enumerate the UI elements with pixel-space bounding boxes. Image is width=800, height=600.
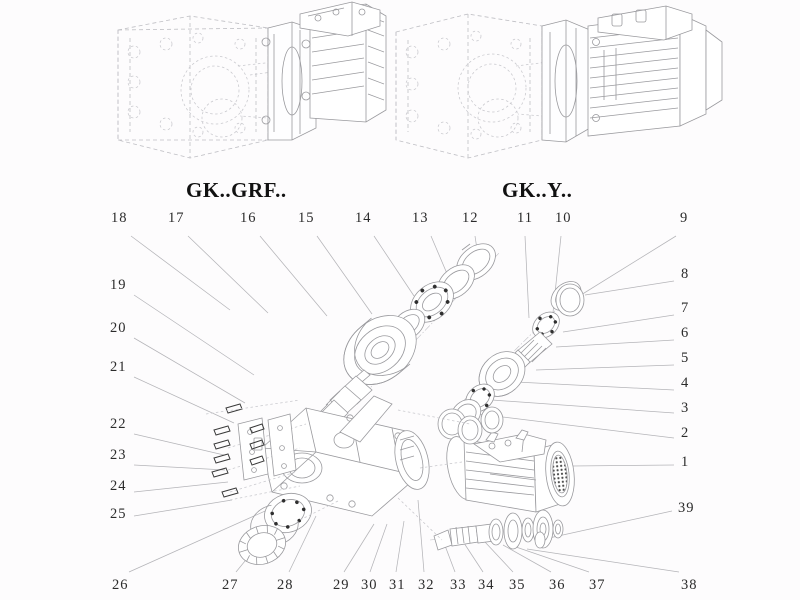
callout-19: 19	[110, 277, 127, 293]
leader-line-37	[515, 546, 590, 573]
leader-lines	[128, 235, 680, 573]
leader-line-14	[373, 235, 415, 297]
leader-line-35	[484, 541, 514, 573]
gearbox-housing	[261, 395, 430, 517]
part-27-toothed-ring	[238, 525, 286, 565]
leader-line-24	[133, 481, 229, 493]
part-7-bearing	[532, 311, 560, 339]
callout-38: 38	[681, 577, 698, 593]
lower-left-parts-group	[238, 492, 312, 565]
leader-line-19	[133, 294, 255, 376]
leader-line-16	[259, 235, 328, 317]
part-33-motor-shaft	[433, 523, 495, 551]
mounting-plates-group	[211, 403, 307, 498]
assembly-trace-lines	[205, 399, 471, 541]
callout-9: 9	[680, 210, 689, 226]
callout-37: 37	[589, 577, 606, 593]
leader-line-3	[491, 399, 675, 414]
lower-right-parts-group	[429, 509, 564, 551]
leader-line-15	[316, 235, 373, 315]
part-16-helical-gear	[343, 315, 417, 385]
callout-24: 24	[110, 478, 127, 494]
leader-line-25	[133, 499, 233, 517]
callout-36: 36	[549, 577, 566, 593]
leader-line-5	[535, 364, 675, 371]
leader-line-38	[526, 548, 680, 573]
part-35-coupling-disc	[503, 512, 523, 550]
callout-8: 8	[681, 266, 690, 282]
part-38-nut	[552, 519, 564, 539]
motor-assembly	[446, 429, 575, 513]
part-39-ring	[534, 531, 546, 549]
callout-27: 27	[222, 577, 239, 593]
leader-line-4	[515, 381, 675, 391]
callout-26: 26	[112, 577, 129, 593]
bolt-set	[211, 403, 265, 498]
callout-33: 33	[450, 577, 467, 593]
leader-line-21	[133, 376, 235, 424]
callout-21: 21	[110, 359, 127, 375]
leader-line-23	[133, 464, 226, 471]
title-right: GK..Y..	[502, 178, 573, 202]
callout-13: 13	[412, 210, 429, 226]
callout-16: 16	[240, 210, 257, 226]
part-8-ring	[555, 283, 585, 317]
leader-line-26	[128, 502, 284, 573]
callout-5: 5	[681, 350, 690, 366]
exploded-bevel-group	[437, 281, 585, 440]
callout-7: 7	[681, 300, 690, 316]
callout-29: 29	[333, 577, 350, 593]
callout-20: 20	[110, 320, 127, 336]
leader-line-30	[369, 523, 388, 573]
leader-line-1	[571, 464, 675, 467]
callout-11: 11	[517, 210, 533, 226]
leader-line-17	[187, 235, 269, 314]
callout-18: 18	[111, 210, 128, 226]
leader-line-8	[584, 280, 675, 296]
leader-line-18	[130, 235, 231, 311]
leader-line-6	[555, 339, 675, 348]
callout-15: 15	[298, 210, 315, 226]
leader-line-29	[343, 523, 375, 573]
leader-line-31	[395, 520, 405, 573]
callout-34: 34	[478, 577, 495, 593]
callout-30: 30	[361, 577, 378, 593]
callout-32: 32	[418, 577, 435, 593]
leader-line-32	[417, 499, 425, 573]
part-36-ring	[521, 517, 535, 543]
callout-28: 28	[277, 577, 294, 593]
output-flange	[394, 430, 430, 490]
top-view-left-drawing	[117, 1, 387, 159]
leader-line-20	[133, 337, 246, 404]
title-left: GK..GRF..	[186, 178, 287, 202]
callout-23: 23	[110, 447, 127, 463]
callout-12: 12	[462, 210, 479, 226]
leader-line-22	[133, 433, 225, 456]
leader-line-7	[562, 314, 675, 333]
part-28-seal-ring	[264, 492, 312, 534]
leader-line-36	[502, 544, 552, 573]
callout-17: 17	[168, 210, 185, 226]
callout-3: 3	[681, 400, 690, 416]
callout-25: 25	[110, 506, 127, 522]
callout-39: 39	[678, 500, 695, 516]
leader-line-34	[461, 539, 484, 573]
top-view-right-drawing	[395, 5, 723, 159]
callout-6: 6	[681, 325, 690, 341]
callout-35: 35	[509, 577, 526, 593]
callout-31: 31	[389, 577, 406, 593]
callout-2: 2	[681, 425, 690, 441]
callout-22: 22	[110, 416, 127, 432]
leader-line-11	[524, 235, 530, 319]
callout-1: 1	[681, 454, 690, 470]
part-34-washer	[488, 518, 504, 546]
leader-line-2	[477, 413, 675, 439]
callout-4: 4	[681, 375, 690, 391]
callout-10: 10	[555, 210, 572, 226]
leader-line-28	[288, 515, 317, 573]
callout-14: 14	[355, 210, 372, 226]
